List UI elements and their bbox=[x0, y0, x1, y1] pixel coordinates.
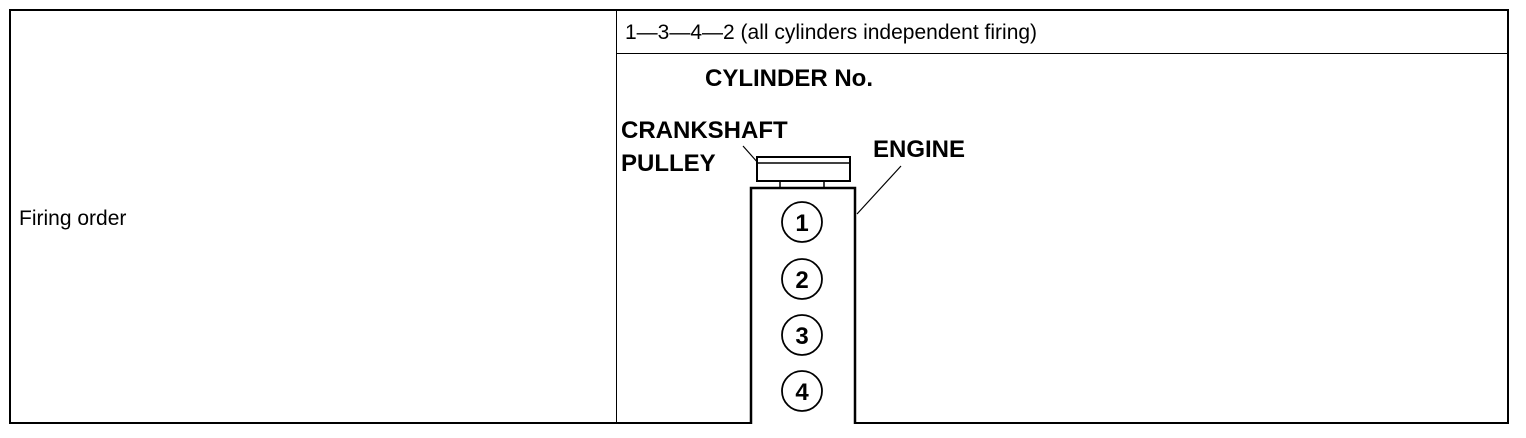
cylinder-2: 2 bbox=[781, 258, 823, 300]
firing-order-diagram: CYLINDER No. CRANKSHAFT PULLEY ENGINE 1 … bbox=[621, 65, 965, 424]
cylinder-4: 4 bbox=[781, 370, 823, 412]
cylinder-circle bbox=[781, 314, 823, 356]
engine-label: ENGINE bbox=[873, 136, 965, 163]
cylinder-number: 1 bbox=[795, 210, 808, 237]
cylinder-circle bbox=[781, 258, 823, 300]
crankshaft-label-line2: PULLEY bbox=[621, 150, 716, 177]
cylinder-number: 2 bbox=[795, 267, 808, 294]
cylinder-no-label: CYLINDER No. bbox=[705, 65, 873, 92]
firing-order-value: 1—3—4—2 (all cylinders independent firin… bbox=[625, 21, 1038, 44]
cylinder-3: 3 bbox=[781, 314, 823, 356]
cylinder-number: 4 bbox=[795, 379, 809, 406]
crankshaft-pulley bbox=[756, 156, 851, 182]
spec-table: Firing order 1—3—4—2 (all cylinders inde… bbox=[9, 9, 1509, 424]
cylinder-circle bbox=[781, 201, 823, 243]
engine-leader-line bbox=[856, 165, 902, 215]
cylinder-number: 3 bbox=[795, 323, 808, 350]
diagram-cell: CYLINDER No. CRANKSHAFT PULLEY ENGINE 1 … bbox=[617, 54, 1507, 424]
value-cell: 1—3—4—2 (all cylinders independent firin… bbox=[617, 11, 1507, 54]
firing-order-label: Firing order bbox=[19, 207, 127, 230]
cylinder-circle bbox=[781, 370, 823, 412]
label-cell: Firing order bbox=[11, 11, 617, 422]
crankshaft-label-line1: CRANKSHAFT bbox=[621, 117, 788, 144]
cylinder-1: 1 bbox=[781, 201, 823, 243]
